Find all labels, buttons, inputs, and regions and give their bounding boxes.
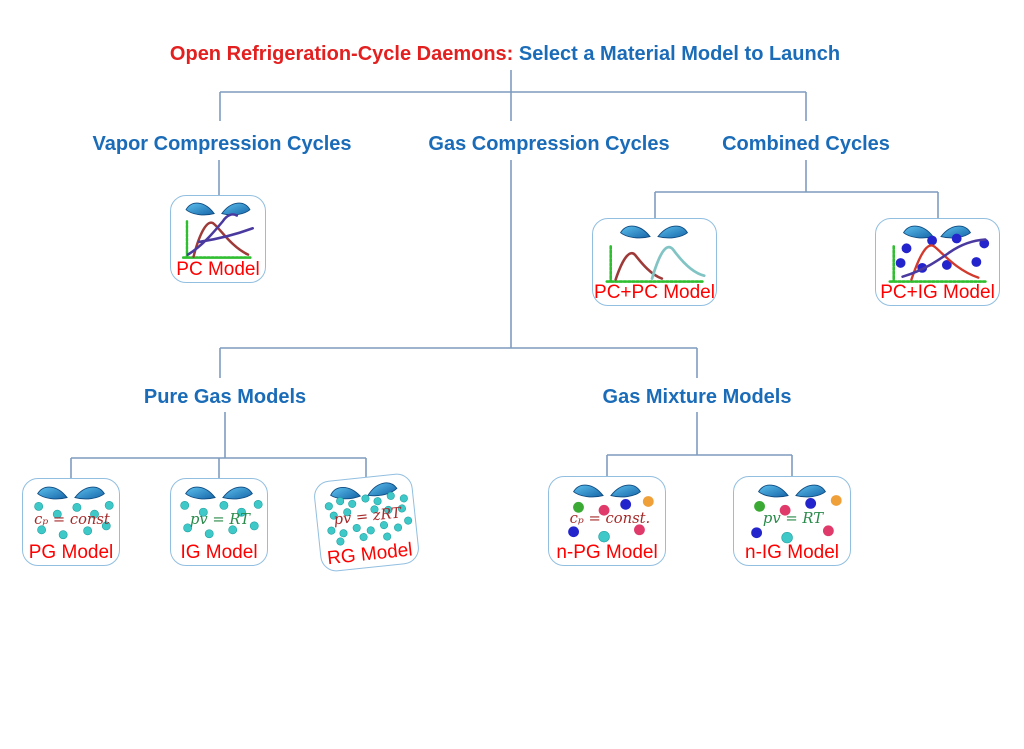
slide: Open Refrigeration-Cycle Daemons: Select… bbox=[0, 18, 1024, 749]
rg-formula: pv = zRT bbox=[333, 504, 403, 528]
branch-label-gas-compression-cycles: Gas Compression Cycles bbox=[428, 133, 670, 155]
gas-molecule-dots bbox=[34, 500, 114, 540]
daemon-eyes-icon bbox=[619, 225, 689, 239]
dome-curve bbox=[910, 244, 980, 281]
pcig-model-icon bbox=[888, 225, 990, 283]
mixture-molecule-dots bbox=[751, 495, 842, 544]
gas-molecule-dots bbox=[180, 500, 263, 539]
model-card-pg[interactable]: cₚ = const PG Model bbox=[22, 478, 120, 566]
model-card-pcig[interactable]: PC+IG Model bbox=[875, 218, 1000, 306]
graph-axis bbox=[888, 245, 988, 283]
rg-model-icon: pv = zRT bbox=[324, 482, 413, 546]
daemon-eyes-icon bbox=[573, 484, 641, 498]
model-card-label: PC+PC Model bbox=[594, 282, 715, 304]
model-card-npg[interactable]: cₚ = const. n-PG Model bbox=[548, 476, 666, 566]
model-card-label: n-IG Model bbox=[745, 542, 839, 564]
page-title: Open Refrigeration-Cycle Daemons: Select… bbox=[170, 43, 840, 66]
gas-molecule-dots bbox=[324, 491, 413, 546]
model-card-label: PC+IG Model bbox=[880, 282, 995, 304]
ig-model-icon: pv = RT bbox=[180, 486, 263, 539]
title-prefix: Open Refrigeration-Cycle Daemons: bbox=[169, 43, 514, 65]
model-card-label: PC Model bbox=[176, 259, 260, 281]
graph-axis bbox=[605, 245, 705, 283]
model-card-rg[interactable]: pv = zRT RG Model bbox=[312, 472, 421, 573]
model-card-pcpc[interactable]: PC+PC Model bbox=[592, 218, 717, 306]
daemon-eyes-icon bbox=[185, 202, 251, 216]
npg-model-icon: cₚ = const. bbox=[568, 484, 654, 543]
mixture-molecule-dots bbox=[568, 496, 654, 543]
daemon-eyes-icon bbox=[37, 486, 105, 500]
pcpc-model-icon bbox=[605, 225, 706, 283]
graph-axis bbox=[181, 220, 254, 259]
process-curve bbox=[901, 238, 987, 278]
branch-label-vapor-compression-cycles: Vapor Compression Cycles bbox=[92, 133, 352, 155]
model-card-ig[interactable]: pv = RT IG Model bbox=[170, 478, 268, 566]
process-curve bbox=[186, 213, 255, 256]
model-card-nig[interactable]: pv = RT n-IG Model bbox=[733, 476, 851, 566]
daemon-eyes-icon bbox=[185, 486, 253, 500]
pc-model-icon bbox=[181, 202, 255, 259]
model-card-label: IG Model bbox=[180, 542, 258, 564]
pg-formula: cₚ = const bbox=[34, 511, 110, 528]
ig-formula: pv = RT bbox=[190, 511, 251, 528]
model-card-label: n-PG Model bbox=[556, 542, 658, 564]
nig-formula: pv = RT bbox=[763, 510, 824, 527]
branch-label-pure-gas-models: Pure Gas Models bbox=[143, 386, 307, 408]
tree-connector-lines bbox=[70, 70, 939, 478]
pg-model-icon: cₚ = const bbox=[34, 486, 114, 540]
branch-label-gas-mixture-models: Gas Mixture Models bbox=[602, 386, 792, 408]
branch-label-combined-cycles: Combined Cycles bbox=[722, 133, 890, 155]
nig-model-icon: pv = RT bbox=[751, 484, 842, 544]
title-suffix: Select a Material Model to Launch bbox=[513, 43, 841, 65]
model-card-label: PG Model bbox=[28, 542, 114, 564]
npg-formula: cₚ = const. bbox=[570, 510, 651, 527]
dome-curve bbox=[192, 221, 250, 258]
daemon-eyes-icon bbox=[758, 484, 826, 498]
model-card-pc[interactable]: PC Model bbox=[170, 195, 266, 283]
dome-curve-right bbox=[650, 245, 706, 280]
